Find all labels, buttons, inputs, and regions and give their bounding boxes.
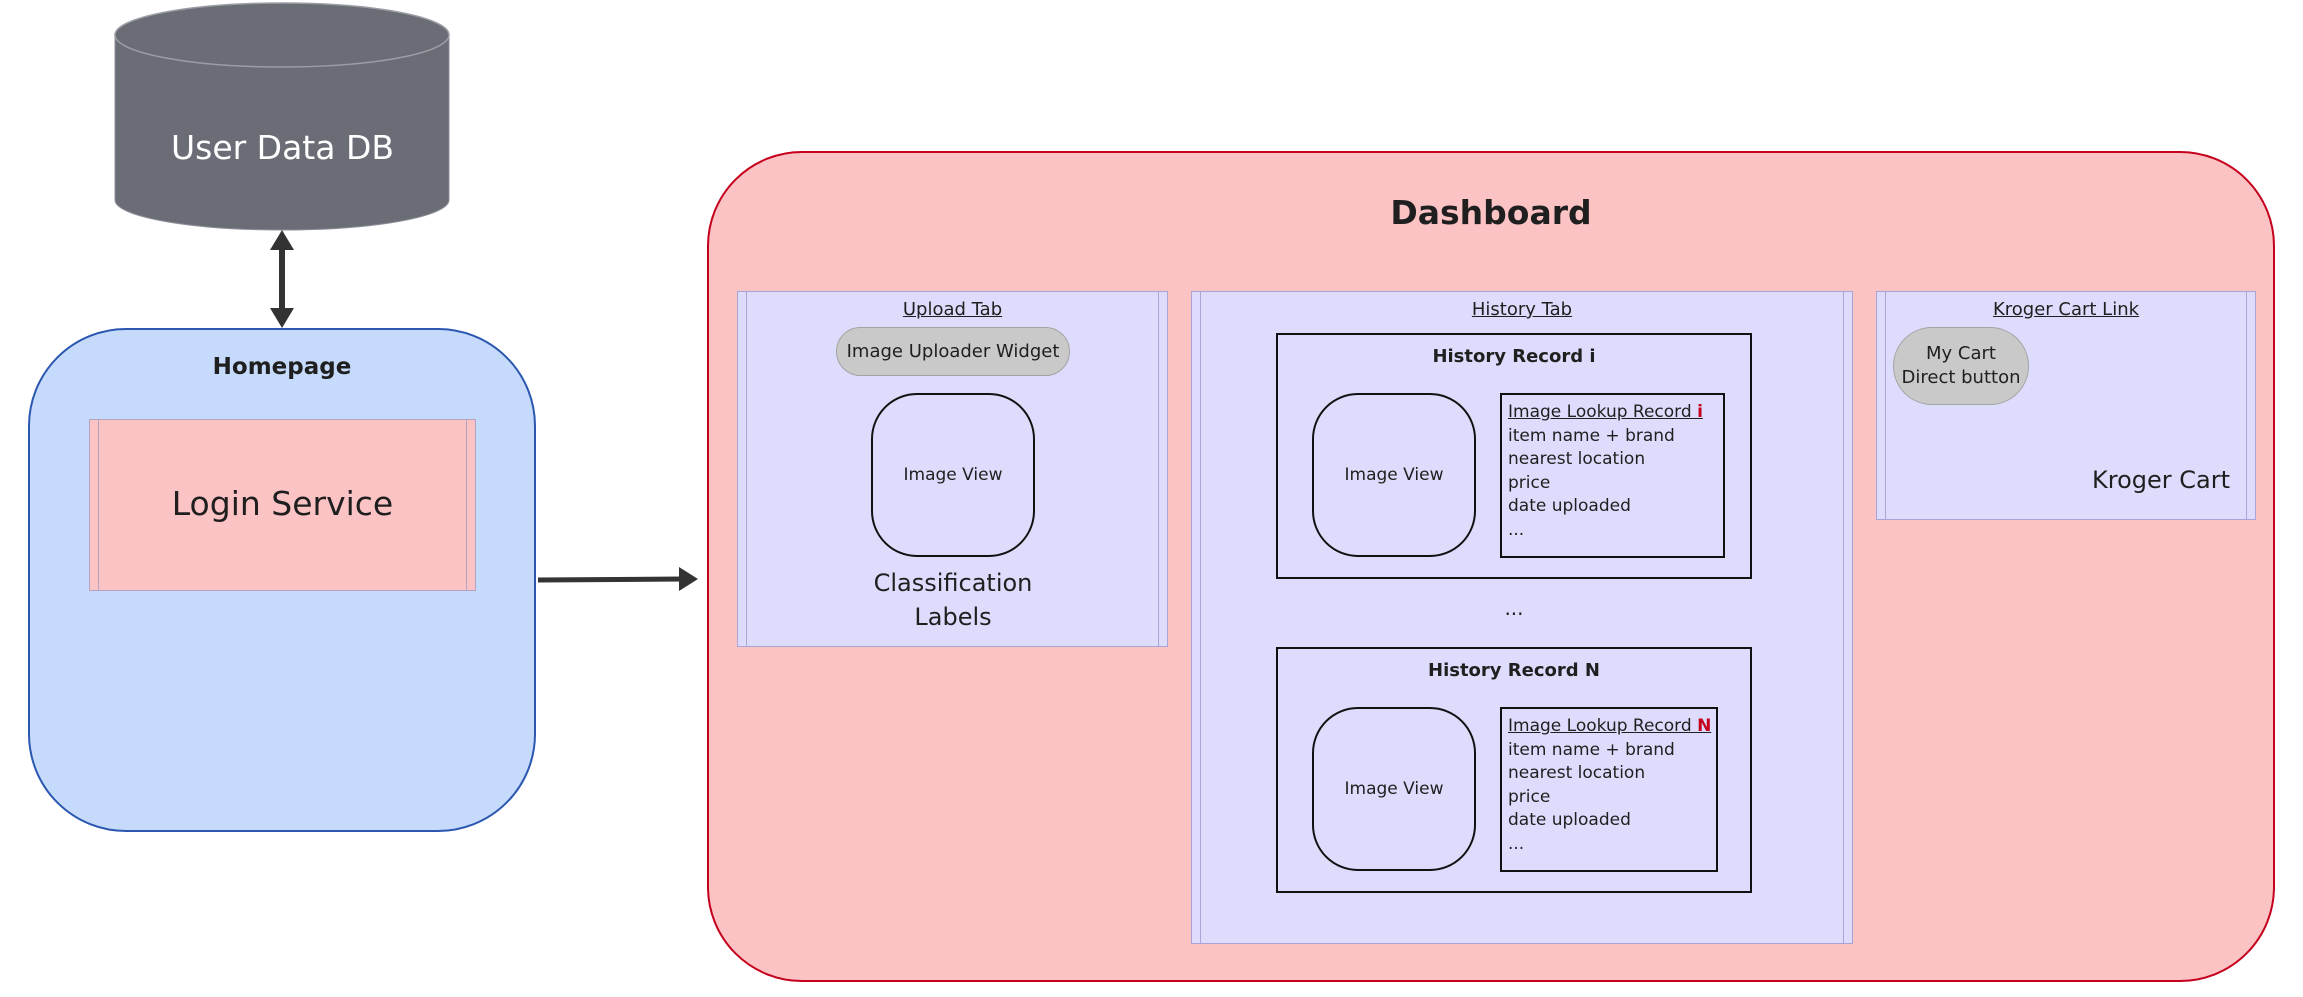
history-tab-panel xyxy=(1191,291,1853,944)
lookup-field: ... xyxy=(1508,519,1525,540)
image-lookup-record-n-box xyxy=(1500,707,1718,872)
homepage-dashboard-connector xyxy=(537,567,698,591)
my-cart-button-line1: My Cart xyxy=(1926,343,1996,364)
my-cart-button-line2: Direct button xyxy=(1901,367,2021,388)
lookup-record-i-heading[interactable]: Image Lookup Record i xyxy=(1508,402,1703,422)
lookup-field: nearest location xyxy=(1508,449,1646,469)
dashboard-title: Dashboard xyxy=(1390,193,1592,232)
lookup-field: nearest location xyxy=(1508,763,1646,783)
upload-tab-title[interactable]: Upload Tab xyxy=(902,299,1003,320)
history-record-n-title: History Record N xyxy=(1428,660,1600,681)
lookup-field: price xyxy=(1508,786,1551,807)
history-record-n-image-view: Image View xyxy=(1312,707,1476,871)
classification-labels: Classification Labels xyxy=(873,569,1033,631)
kroger-cart-link-title[interactable]: Kroger Cart Link xyxy=(1992,299,2140,320)
lookup-field: date uploaded xyxy=(1508,496,1631,516)
db-homepage-connector xyxy=(270,230,294,328)
lookup-field: date uploaded xyxy=(1508,810,1631,830)
lookup-field: ... xyxy=(1508,833,1525,854)
lookup-field: item name + brand xyxy=(1508,739,1675,760)
upload-image-view: Image View xyxy=(871,393,1035,557)
history-record-n xyxy=(1276,647,1752,893)
image-lookup-record-i: Image Lookup Record i item name + brand … xyxy=(1508,401,1723,542)
image-lookup-record-i-box xyxy=(1500,393,1725,558)
login-service-box xyxy=(89,419,476,591)
history-record-i-image-view: Image View xyxy=(1312,393,1476,557)
history-record-i xyxy=(1276,333,1752,579)
image-uploader-widget[interactable]: Image Uploader Widget xyxy=(836,327,1070,376)
kroger-cart-target[interactable]: Kroger Cart xyxy=(2092,466,2230,494)
history-ellipsis: ... xyxy=(1504,596,1524,620)
login-service-label: Login Service xyxy=(171,484,394,523)
history-record-i-title: History Record i xyxy=(1432,346,1596,367)
history-tab-title[interactable]: History Tab xyxy=(1471,299,1573,320)
image-lookup-record-n: Image Lookup Record N item name + brand … xyxy=(1508,715,1718,856)
homepage-title: Homepage xyxy=(212,354,352,380)
lookup-record-n-heading[interactable]: Image Lookup Record N xyxy=(1508,716,1712,736)
my-cart-direct-button[interactable]: My Cart Direct button xyxy=(1893,327,2029,405)
database-label: User Data DB xyxy=(170,128,395,167)
lookup-field: price xyxy=(1508,472,1551,493)
lookup-field: item name + brand xyxy=(1508,425,1675,446)
database-cylinder xyxy=(114,2,450,231)
